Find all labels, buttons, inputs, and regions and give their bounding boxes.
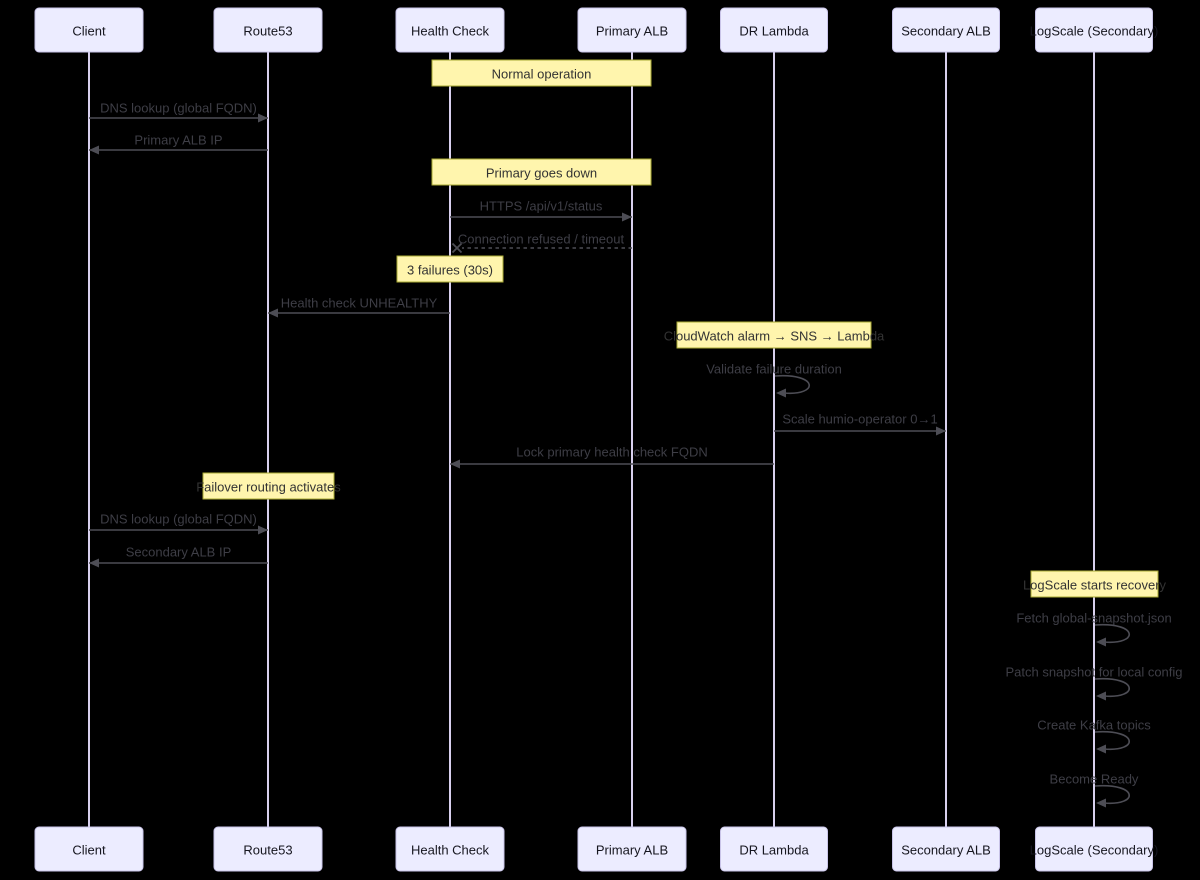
participant-label-health-check: Health Check bbox=[411, 24, 490, 39]
arrowhead bbox=[936, 426, 946, 436]
self-message-label: Create Kafka topics bbox=[1037, 718, 1151, 733]
note-box bbox=[431, 158, 652, 186]
participant-top-box-primary-alb bbox=[577, 7, 687, 53]
arrowhead bbox=[1096, 744, 1106, 754]
participant-label-health-check: Health Check bbox=[411, 843, 490, 858]
note-label: LogScale starts recovery bbox=[1023, 578, 1167, 593]
participant-label-logscale-secondary: LogScale (Secondary) bbox=[1030, 24, 1159, 39]
note-label: 3 failures (30s) bbox=[407, 263, 493, 278]
participant-label-primary-alb: Primary ALB bbox=[596, 843, 668, 858]
participant-label-secondary-alb: Secondary ALB bbox=[901, 843, 991, 858]
note-box bbox=[1030, 570, 1159, 598]
self-message-loop bbox=[1094, 730, 1130, 751]
note-box bbox=[396, 255, 504, 283]
self-message-loop bbox=[1094, 677, 1130, 698]
self-message-loop bbox=[1094, 784, 1130, 805]
message-label: HTTPS /api/v1/status bbox=[480, 199, 603, 214]
participant-bottom-box-client bbox=[34, 826, 144, 872]
arrowhead bbox=[89, 558, 99, 568]
message-label: Health check UNHEALTHY bbox=[281, 296, 438, 311]
participant-bottom-box-route53 bbox=[213, 826, 323, 872]
participant-top-box-route53 bbox=[213, 7, 323, 53]
arrowhead bbox=[268, 308, 278, 318]
message-label: DNS lookup (global FQDN) bbox=[100, 512, 257, 527]
self-message-label: Become Ready bbox=[1050, 772, 1139, 787]
participant-label-secondary-alb: Secondary ALB bbox=[901, 24, 991, 39]
participant-label-route53: Route53 bbox=[243, 843, 292, 858]
note-label: CloudWatch alarm → SNS → Lambda bbox=[664, 329, 885, 344]
arrowhead bbox=[622, 212, 632, 222]
note-label: Failover routing activates bbox=[196, 480, 341, 495]
participant-label-dr-lambda: DR Lambda bbox=[739, 843, 809, 858]
participant-top-box-dr-lambda bbox=[720, 7, 828, 53]
message-label: Connection refused / timeout bbox=[458, 232, 625, 247]
message-label: Secondary ALB IP bbox=[126, 545, 232, 560]
participant-bottom-box-secondary-alb bbox=[892, 826, 1000, 872]
participant-label-dr-lambda: DR Lambda bbox=[739, 24, 809, 39]
participant-label-client: Client bbox=[72, 843, 106, 858]
participant-label-primary-alb: Primary ALB bbox=[596, 24, 668, 39]
participant-top-box-client bbox=[34, 7, 144, 53]
self-message-label: Validate failure duration bbox=[706, 362, 842, 377]
participant-bottom-box-primary-alb bbox=[577, 826, 687, 872]
participant-bottom-box-dr-lambda bbox=[720, 826, 828, 872]
note-label: Normal operation bbox=[492, 67, 592, 82]
self-message-loop bbox=[1094, 623, 1130, 644]
message-label: Lock primary health check FQDN bbox=[516, 445, 707, 460]
arrowhead bbox=[89, 145, 99, 155]
note-box bbox=[202, 472, 335, 500]
self-message-label: Patch snapshot for local config bbox=[1005, 665, 1182, 680]
note-box bbox=[431, 59, 652, 87]
message-label: Primary ALB IP bbox=[134, 133, 222, 148]
cross-marker-icon bbox=[451, 242, 463, 254]
arrowhead bbox=[258, 113, 268, 123]
self-message-loop bbox=[774, 374, 810, 395]
arrowhead bbox=[1096, 691, 1106, 701]
participant-top-box-secondary-alb bbox=[892, 7, 1000, 53]
note-label: Primary goes down bbox=[486, 166, 597, 181]
note-box bbox=[676, 321, 872, 349]
participant-bottom-box-health-check bbox=[395, 826, 505, 872]
message-label: Scale humio-operator 0→1 bbox=[782, 412, 937, 427]
arrowhead bbox=[1096, 637, 1106, 647]
self-message-label: Fetch global-snapshot.json bbox=[1016, 611, 1171, 626]
arrowhead bbox=[258, 525, 268, 535]
participant-label-route53: Route53 bbox=[243, 24, 292, 39]
arrowhead bbox=[776, 388, 786, 398]
participant-top-box-health-check bbox=[395, 7, 505, 53]
arrowhead bbox=[450, 459, 460, 469]
participant-label-client: Client bbox=[72, 24, 106, 39]
participant-bottom-box-logscale-secondary bbox=[1035, 826, 1153, 872]
message-label: DNS lookup (global FQDN) bbox=[100, 101, 257, 116]
arrowhead bbox=[1096, 798, 1106, 808]
participant-top-box-logscale-secondary bbox=[1035, 7, 1153, 53]
participant-label-logscale-secondary: LogScale (Secondary) bbox=[1030, 843, 1159, 858]
